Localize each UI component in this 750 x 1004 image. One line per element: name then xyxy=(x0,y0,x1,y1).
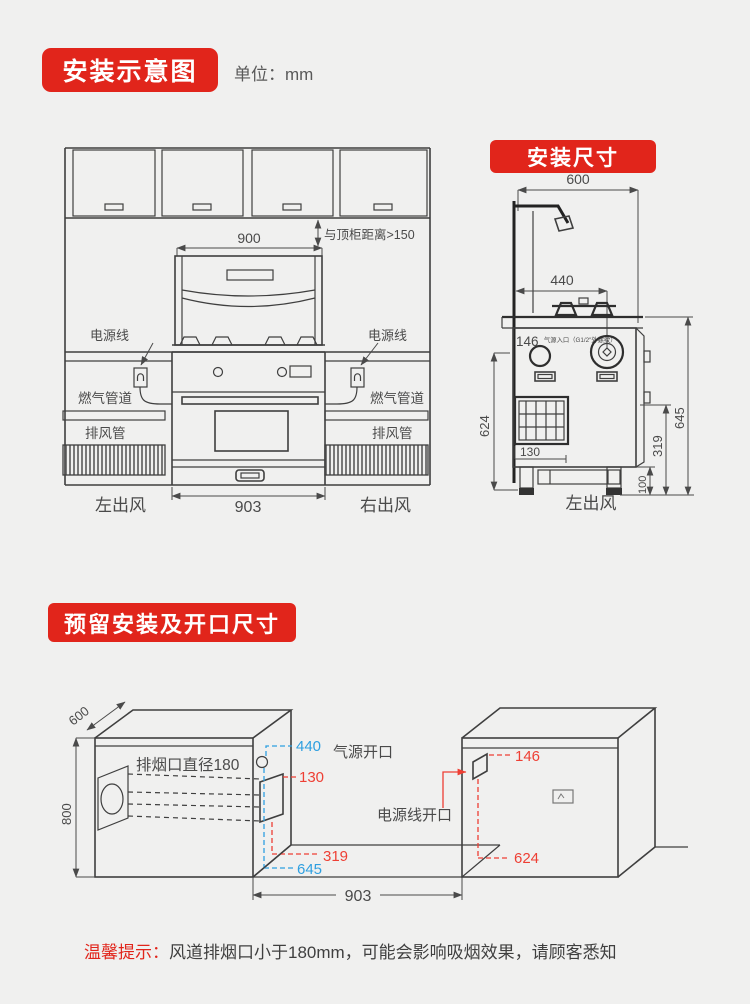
left-utilities: 电源线 燃气管道 排风管 xyxy=(62,328,172,476)
dim-top-gap: 与顶柜距离>150 xyxy=(314,219,415,247)
side-dimension-drawing: 600 440 146 气 xyxy=(477,171,694,513)
dim-146-cutout-label: 146 xyxy=(515,748,540,765)
dim-130-cutout-label: 130 xyxy=(299,769,324,786)
dim-645-side-label: 645 xyxy=(672,407,687,429)
label-outlet-left: 左出风 xyxy=(95,496,146,515)
appliance-side-body: 146 气源入口（G1/2″外螺纹） 130 xyxy=(512,327,651,495)
dim-903-cutout: 903 xyxy=(252,877,463,905)
dim-440-side: 440 xyxy=(515,272,608,348)
dim-900-label: 900 xyxy=(237,230,261,246)
vent-note: 排烟口直径180 xyxy=(136,756,240,774)
front-elevation-drawing: 900 与顶柜距离>150 xyxy=(62,147,431,516)
dim-146-label: 146 xyxy=(516,334,539,349)
appliance-front xyxy=(65,255,430,485)
burner-side xyxy=(501,297,643,329)
label-exhaust-duct-left: 排风管 xyxy=(85,426,126,441)
dim-645-cutout-label: 645 xyxy=(297,861,322,878)
dim-903-label: 903 xyxy=(235,499,262,516)
upper-cabinets xyxy=(65,149,430,219)
dim-100-label: 100 xyxy=(637,476,649,494)
dim-900: 900 xyxy=(176,230,323,256)
label-power-cord-left: 电源线 xyxy=(90,328,129,343)
dim-duct-opening: 130 319 xyxy=(271,769,348,865)
cutout-dimension-drawing: 600 800 排烟口直径180 440 645 气源开口 130 319 xyxy=(59,701,688,905)
label-exhaust-duct-right: 排风管 xyxy=(372,426,413,441)
dim-130-side-label: 130 xyxy=(520,445,540,459)
section-title-install-dims: 安装尺寸 xyxy=(490,140,656,173)
footer-tip: 温馨提示：风道排烟口小于180mm，可能会影响吸烟效果，请顾客悉知 xyxy=(84,938,617,963)
dim-800-cutout-label: 800 xyxy=(59,803,74,825)
dim-319-side: 319 xyxy=(640,404,671,496)
dim-440-cutout-label: 440 xyxy=(296,738,321,755)
dim-319-cutout-label: 319 xyxy=(323,848,348,865)
label-outlet-side: 左出风 xyxy=(566,494,617,513)
right-cabinet-box xyxy=(461,707,658,878)
label-outlet-right: 右出风 xyxy=(360,496,411,515)
dim-903-cutout-label: 903 xyxy=(345,888,372,905)
dim-645-side: 645 xyxy=(645,316,693,496)
power-socket-icon xyxy=(552,789,574,804)
label-gas-pipe-right: 燃气管道 xyxy=(370,390,424,406)
dim-600-cutout-label: 600 xyxy=(66,703,92,728)
dim-800-cutout: 800 xyxy=(59,737,95,878)
gas-inlet-note: 气源入口（G1/2″外螺纹） xyxy=(544,335,617,344)
right-utilities: 电源线 燃气管道 排风管 xyxy=(324,328,429,476)
top-gap-note: 与顶柜距离>150 xyxy=(324,227,415,242)
dim-gas-opening: 440 645 气源开口 xyxy=(263,738,393,878)
label-power-cord-right: 电源线 xyxy=(368,328,407,343)
footer-tip-label: 温馨提示： xyxy=(84,943,169,962)
dim-903: 903 xyxy=(171,487,326,516)
footer-tip-text: 风道排烟口小于180mm，可能会影响吸烟效果，请顾客悉知 xyxy=(169,943,617,962)
unit-label: 单位：mm xyxy=(234,65,314,84)
dim-600-side: 600 xyxy=(517,171,639,323)
dim-440-side-label: 440 xyxy=(550,272,574,288)
niche-floor xyxy=(252,844,688,878)
kitchen-wall-outline xyxy=(64,147,431,486)
dim-624-label: 624 xyxy=(477,415,492,437)
dim-624-cutout-label: 624 xyxy=(514,850,539,867)
label-power-opening: 电源线开口 xyxy=(377,807,452,824)
section-title-cutout-dims: 预留安装及开口尺寸 xyxy=(48,603,296,642)
dim-600-cutout: 600 xyxy=(66,701,126,731)
dim-624: 624 xyxy=(477,352,518,491)
dim-600-side-label: 600 xyxy=(566,171,590,187)
left-cabinet-box xyxy=(94,709,294,878)
dim-power-opening: 电源线开口 146 624 xyxy=(377,748,540,867)
dim-100: 100 xyxy=(620,466,694,496)
dim-319-side-label: 319 xyxy=(650,435,665,457)
section-title-install-diagram: 安装示意图 xyxy=(42,48,218,92)
label-gas-pipe-left: 燃气管道 xyxy=(78,390,132,406)
label-gas-opening: 气源开口 xyxy=(333,744,393,761)
